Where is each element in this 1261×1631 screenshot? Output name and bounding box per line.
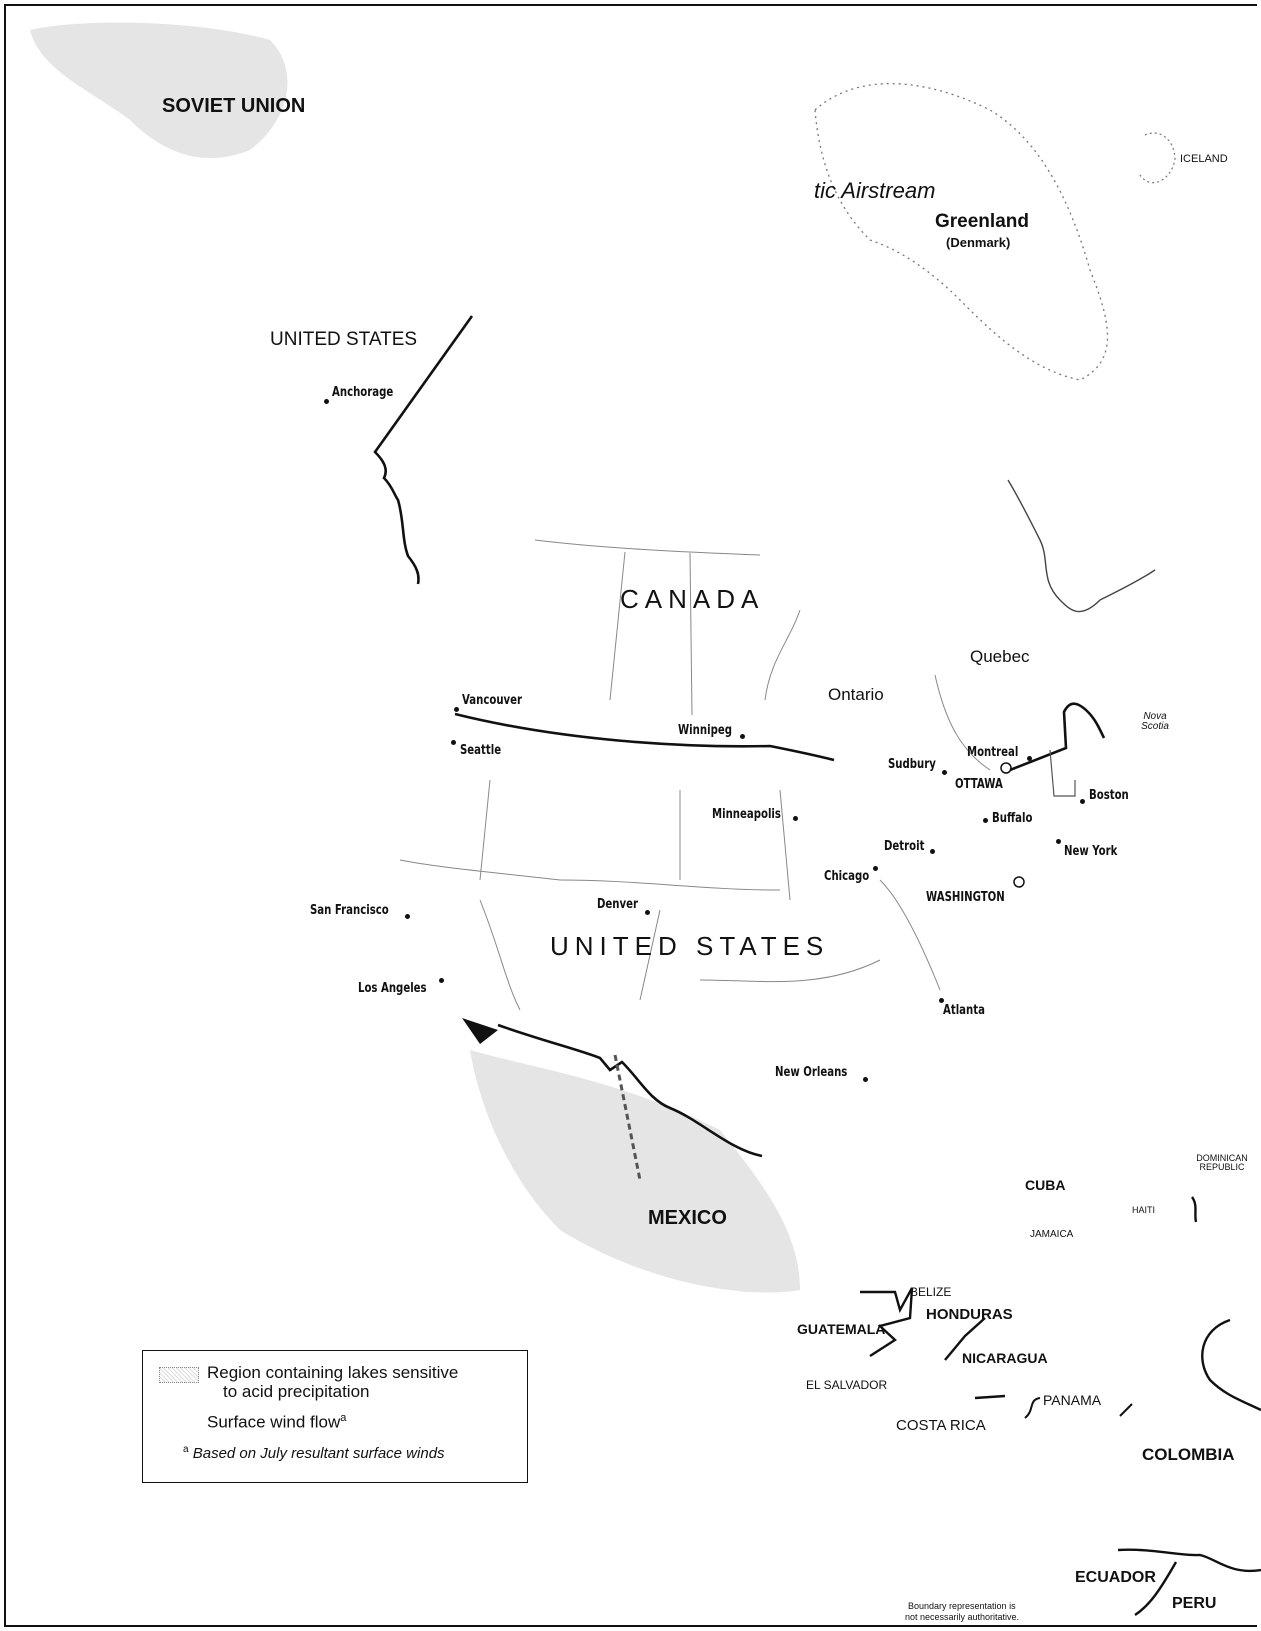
- city-buffalo: Buffalo: [992, 811, 1033, 826]
- city-dot-anchorage: [324, 399, 329, 404]
- city-seattle: Seattle: [460, 743, 502, 758]
- label-peru: PERU: [1172, 1595, 1217, 1612]
- label-united-states-alaska: UNITED STATES: [270, 329, 418, 350]
- label-united-states: UNITED STATES: [550, 931, 830, 961]
- label-honduras: HONDURAS: [926, 1306, 1013, 1323]
- greenland-coast: [814, 82, 1109, 381]
- label-colombia: COLOMBIA: [1142, 1445, 1235, 1464]
- city-washington: WASHINGTON: [926, 890, 1005, 905]
- label-ontario: Ontario: [828, 685, 884, 704]
- legend-footnote: a Based on July resultant surface winds: [183, 1444, 445, 1462]
- city-dot-montreal: [1027, 756, 1032, 761]
- label-denmark: (Denmark): [946, 235, 1011, 250]
- label-jamaica: JAMAICA: [1030, 1229, 1074, 1240]
- city-minneapolis: Minneapolis: [712, 807, 781, 822]
- legend-wind-flow: Surface wind flowa: [207, 1412, 346, 1433]
- central-america-borders: [860, 1287, 1006, 1400]
- panama-colombia-border: [1024, 1397, 1133, 1419]
- city-dot-denver: [645, 910, 650, 915]
- city-sudbury: Sudbury: [888, 757, 936, 772]
- us-canada-border: [454, 712, 835, 762]
- city-dot-minneapolis: [793, 816, 798, 821]
- legend-wind-flow-text: Surface wind flow: [207, 1412, 341, 1432]
- city-dot-boston: [1080, 799, 1085, 804]
- label-airstream: tic Airstream: [814, 178, 936, 203]
- soviet-union-stipple: [30, 22, 288, 159]
- disclaimer-line2: not necessarily authoritative.: [905, 1612, 1020, 1622]
- city-boston: Boston: [1089, 788, 1129, 803]
- mexico-dashed-line: [613, 1054, 642, 1181]
- city-dot-detroit: [930, 849, 935, 854]
- map-legend: Region containing lakes sensitive to aci…: [142, 1350, 528, 1483]
- legend-sensitive-line2: to acid precipitation: [223, 1382, 370, 1401]
- city-san-francisco: San Francisco: [310, 903, 389, 918]
- city-dot-chicago: [873, 866, 878, 871]
- eastern-border: [1009, 702, 1106, 772]
- label-iceland: ICELAND: [1180, 153, 1228, 165]
- label-haiti: HAITI: [1132, 1205, 1156, 1215]
- label-dominican-republic: DOMINICAN REPUBLIC: [1196, 1153, 1248, 1172]
- label-ecuador: ECUADOR: [1075, 1569, 1156, 1586]
- ecuador-peru-border: [1117, 1548, 1261, 1616]
- map-frame: [4, 4, 1257, 1627]
- city-anchorage: Anchorage: [332, 385, 394, 400]
- city-new-orleans: New Orleans: [775, 1065, 848, 1080]
- label-greenland: Greenland: [935, 211, 1029, 232]
- wind-arrow: [462, 1018, 498, 1044]
- us-mexico-border: [497, 1023, 763, 1158]
- city-dot-sudbury: [942, 770, 947, 775]
- disclaimer-line1: Boundary representation is: [908, 1601, 1016, 1611]
- label-nicaragua: NICARAGUA: [962, 1350, 1048, 1366]
- city-dot-new-orleans: [863, 1077, 868, 1082]
- iceland-coast: [1139, 132, 1176, 184]
- city-ottawa: OTTAWA: [955, 777, 1003, 792]
- legend-footnote-mark: a: [183, 1444, 189, 1455]
- alaska-boundary: [373, 315, 474, 585]
- label-cuba: CUBA: [1025, 1177, 1066, 1193]
- label-canada: CANADA: [620, 584, 765, 614]
- label-costa-rica: COSTA RICA: [896, 1417, 986, 1434]
- label-el-salvador: EL SALVADOR: [806, 1378, 888, 1392]
- label-nova-scotia: Nova Scotia: [1141, 711, 1169, 732]
- label-mexico: MEXICO: [648, 1207, 727, 1229]
- city-detroit: Detroit: [884, 839, 925, 854]
- city-vancouver: Vancouver: [462, 693, 523, 708]
- city-dot-seattle: [451, 740, 456, 745]
- city-chicago: Chicago: [824, 869, 870, 884]
- city-new-york: New York: [1064, 844, 1118, 859]
- city-dot-new-york: [1056, 839, 1061, 844]
- city-dot-vancouver: [454, 707, 459, 712]
- colombia-border: [1201, 1318, 1261, 1412]
- label-quebec: Quebec: [970, 647, 1030, 666]
- legend-sensitive-line1: Region containing lakes sensitive: [207, 1363, 459, 1382]
- city-dot-winnipeg: [740, 734, 745, 739]
- city-winnipeg: Winnipeg: [678, 723, 732, 738]
- city-montreal: Montreal: [967, 745, 1019, 760]
- legend-wind-flow-sup: a: [340, 1412, 347, 1424]
- label-panama: PANAMA: [1043, 1392, 1102, 1408]
- haiti-border: [1190, 1196, 1198, 1223]
- label-guatemala: GUATEMALA: [797, 1321, 886, 1337]
- legend-footnote-text: Based on July resultant surface winds: [192, 1445, 445, 1462]
- city-los-angeles: Los Angeles: [358, 981, 427, 996]
- city-atlanta: Atlanta: [943, 1003, 985, 1018]
- mexico-stipple: [470, 1050, 800, 1293]
- city-dot-san-francisco: [405, 914, 410, 919]
- city-denver: Denver: [597, 897, 639, 912]
- label-soviet-union: SOVIET UNION: [162, 95, 306, 117]
- city-dot-atlanta: [939, 998, 944, 1003]
- city-dot-los-angeles: [439, 978, 444, 983]
- city-dot-buffalo: [983, 818, 988, 823]
- legend-stipple-swatch: [159, 1367, 199, 1383]
- labrador-coast: [1007, 479, 1156, 613]
- label-belize: BELIZE: [910, 1285, 952, 1299]
